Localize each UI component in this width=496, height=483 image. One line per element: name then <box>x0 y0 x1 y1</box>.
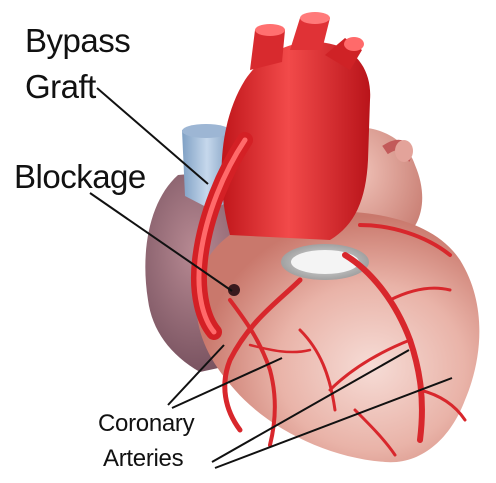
label-blockage: Blockage <box>14 160 146 193</box>
label-bypass-line1: Bypass <box>25 24 130 57</box>
label-bypass-line2: Graft <box>25 70 96 103</box>
label-coronary-line2: Arteries <box>103 447 183 471</box>
label-coronary-line1: Coronary <box>98 412 194 436</box>
